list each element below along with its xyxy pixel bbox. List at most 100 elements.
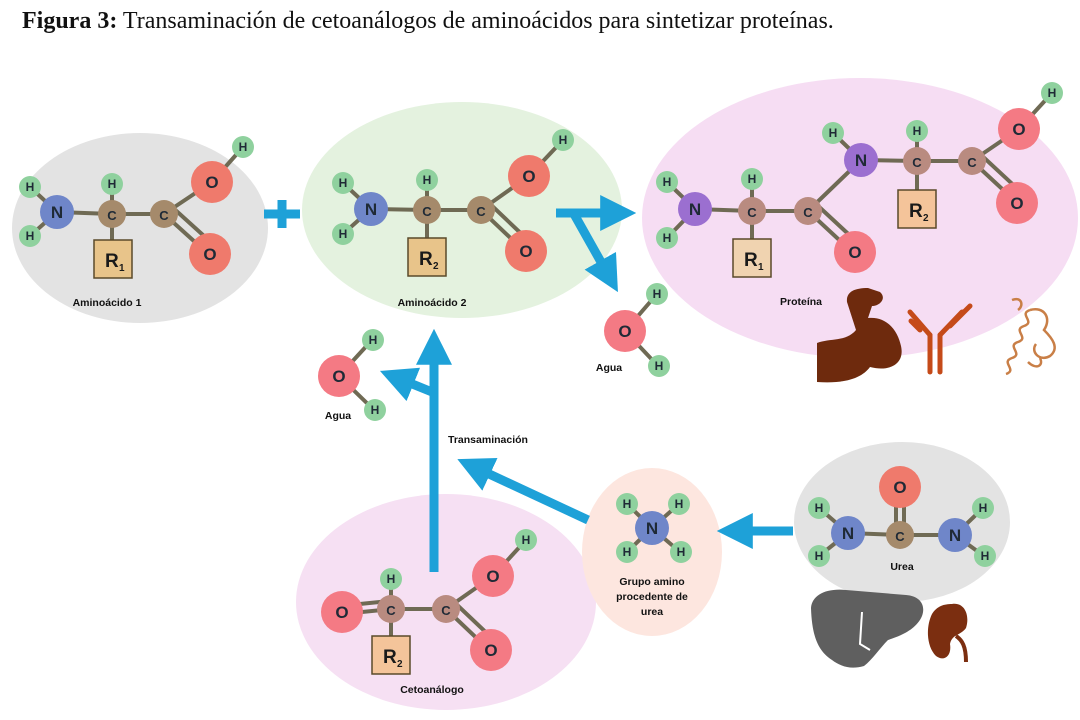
aa1-atom-h: H [101,173,123,195]
aa1-atom-label-c: C [107,208,117,223]
water-right-atom-label-h: H [655,359,664,373]
prot-atom-label-o: O [848,243,861,262]
amino-atom-label-h: H [675,497,684,511]
prot-atom-h: H [741,168,763,190]
aa1-atom-c: C [150,200,178,228]
urea-atom-h: H [974,545,996,567]
keto-atom-h: H [515,529,537,551]
urea-atom-n: N [831,516,865,550]
figure-number: Figura 3: [22,8,118,34]
svg-text:R: R [105,251,119,272]
amino-atom-h: H [616,493,638,515]
water-left-atom-label-o: O [332,367,345,386]
aa2-atom-o: O [508,155,550,197]
prot-atom-h: H [656,171,678,193]
r2-box-aminoacid2 [407,237,447,277]
urea-atom-label-c: C [895,529,905,544]
amino-atom-h: H [668,493,690,515]
prot-atom-h: H [822,122,844,144]
aa2-atom-label-h: H [423,173,432,187]
amino-atom-label-h: H [623,545,632,559]
aa2-atom-label-h: H [559,133,568,147]
label-agua-left: Agua [325,410,351,422]
prot-atom-label-n: N [855,151,867,170]
r2-box-protein [897,189,937,229]
prot-atom-label-h: H [663,231,672,245]
aa2-atom-label-n: N [365,200,377,219]
water-left-atom-h: H [364,399,386,421]
prot-atom-o: O [834,231,876,273]
svg-text:2: 2 [433,261,439,272]
aa2-atom-h: H [552,129,574,151]
keto-atom-label-c: C [441,603,451,618]
label-urea: Urea [890,561,914,573]
kidney-icon [927,603,968,663]
aa2-atom-n: N [354,192,388,226]
r2-box-ketoanalog [371,635,411,675]
prot-atom-h: H [906,120,928,142]
amino-atom-h: H [670,541,692,563]
prot-atom-o: O [996,182,1038,224]
urea-atom-label-h: H [981,549,990,563]
prot-atom-c: C [903,147,931,175]
label-grupo-amino-line3: urea [641,606,663,618]
keto-atom-o: O [321,591,363,633]
figure-caption: Figura 3: Transaminación de cetoanálogos… [22,8,834,35]
aa1-atom-label-h: H [26,229,35,243]
urea-atom-o: O [879,466,921,508]
figure-title: Transaminación de cetoanálogos de aminoá… [122,8,834,34]
keto-atom-h: H [380,568,402,590]
prot-atom-label-o: O [1012,120,1025,139]
water-left-atom-label-h: H [369,333,378,347]
label-proteina: Proteína [780,296,822,308]
protein-helix-icon [1005,297,1056,376]
aa2-atom-label-o: O [522,167,535,186]
aa1-atom-label-h: H [108,177,117,191]
prot-atom-c: C [738,197,766,225]
label-grupo-amino-line2: procedente de [616,591,688,603]
aa2-atom-label-c: C [476,204,486,219]
antibody-icon [907,303,973,375]
aa1-atom-o: O [189,233,231,275]
aa1-atom-h: H [19,225,41,247]
aa1-atom-n: N [40,195,74,229]
prot-atom-label-h: H [748,172,757,186]
prot-atom-label-h: H [829,126,838,140]
aa2-atom-label-h: H [339,176,348,190]
urea-atom-n: N [938,518,972,552]
labels: Aminoácido 1 Aminoácido 2 Proteína Agua … [73,296,914,696]
svg-text:R: R [744,250,758,271]
arrow-to-water-right [570,211,618,293]
keto-atom-label-c: C [386,603,396,618]
amino-atom-label-h: H [623,497,632,511]
arrow-amino-to-transamination [457,458,590,525]
urea-atom-label-h: H [979,501,988,515]
urea-atom-label-o: O [893,478,906,497]
aa1-atom-label-h: H [26,180,35,194]
aa2-atom-o: O [505,230,547,272]
water-right-atom-label-h: H [653,287,662,301]
svg-text:2: 2 [923,213,929,224]
urea-atom-h: H [808,545,830,567]
aa2-atom-h: H [332,223,354,245]
amino-atom-label-h: H [677,545,686,559]
prot-atom-c: C [958,147,986,175]
keto-atom-o: O [470,629,512,671]
prot-atom-label-n: N [689,200,701,219]
water-left-atom-o: O [318,355,360,397]
aa1-atom-label-c: C [159,208,169,223]
aa1-atom-c: C [98,200,126,228]
keto-atom-o: O [472,555,514,597]
urea-atom-h: H [972,497,994,519]
keto-atom-label-o: O [486,567,499,586]
aa2-atom-label-h: H [339,227,348,241]
prot-atom-h: H [656,227,678,249]
prot-atom-h: H [1041,82,1063,104]
keto-atom-c: C [432,595,460,623]
r1-box-protein [732,238,772,278]
amino-atom-label-n: N [646,519,658,538]
water-right-atom-label-o: O [618,322,631,341]
urea-atom-label-n: N [842,524,854,543]
keto-atom-label-o: O [484,641,497,660]
